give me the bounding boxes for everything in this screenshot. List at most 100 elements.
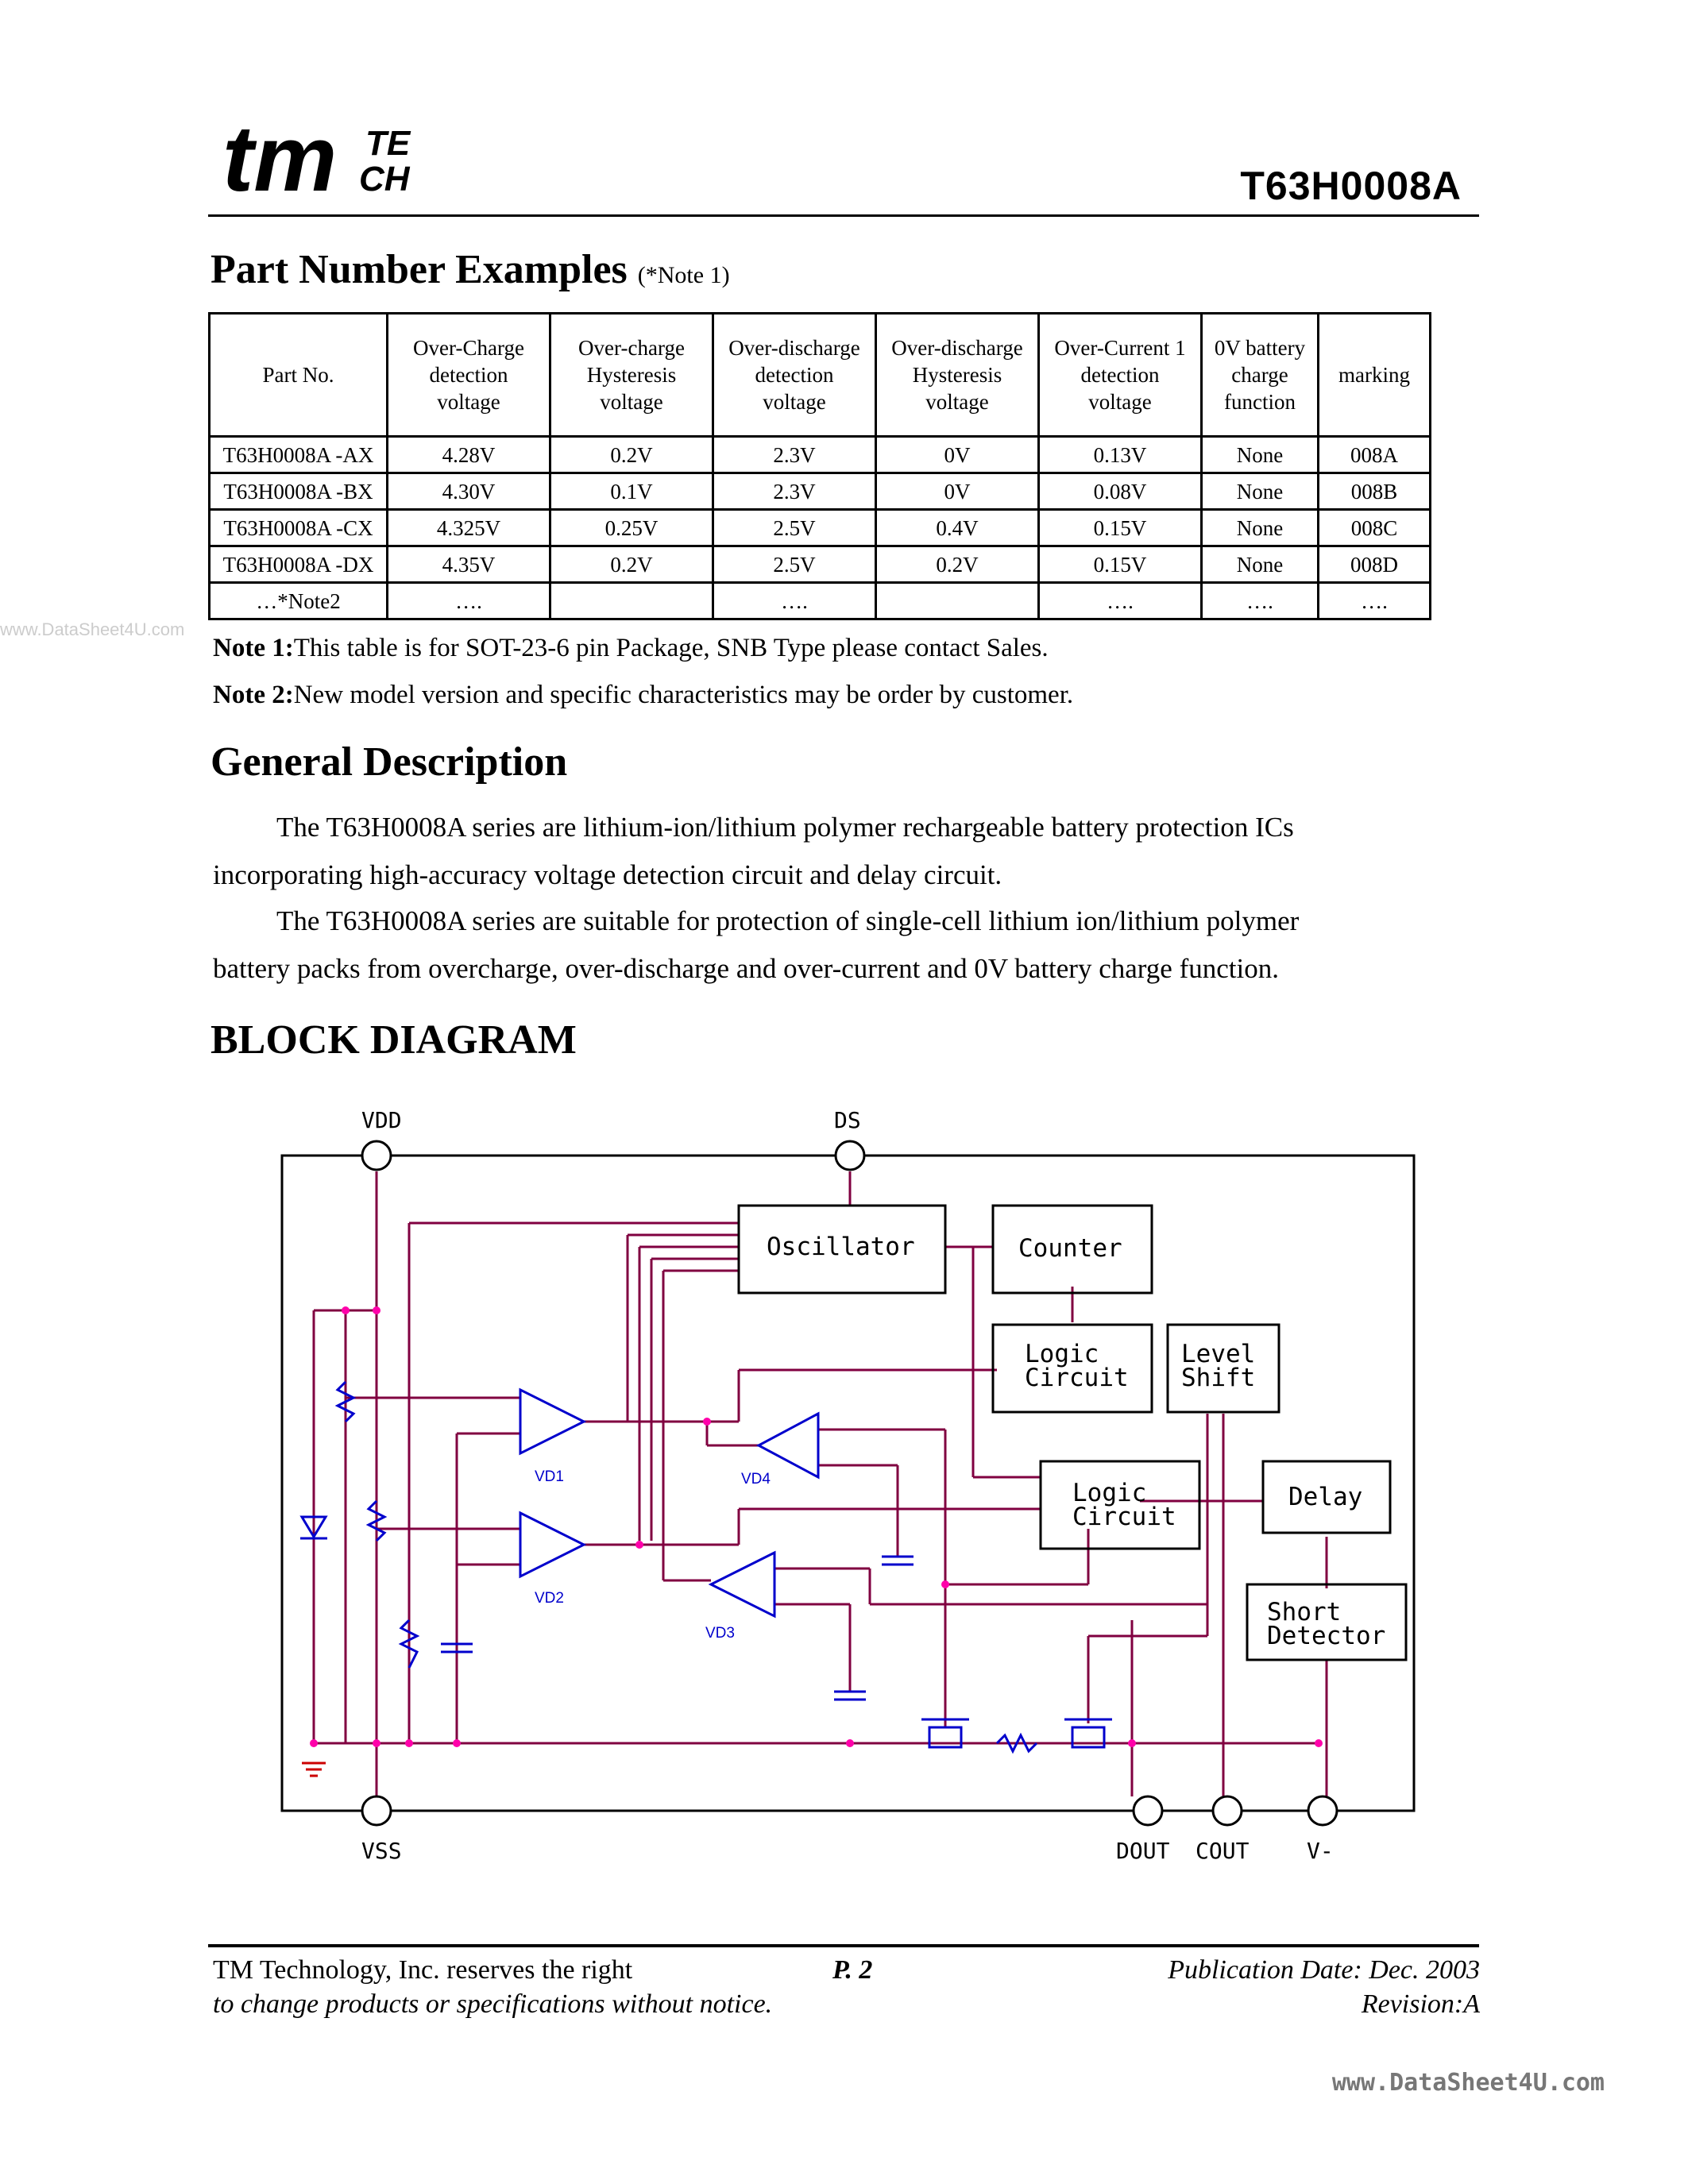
- table-cell: 0.15V: [1037, 545, 1203, 584]
- table-cell: 008A: [1317, 435, 1431, 474]
- note-2-label: Note 2:: [213, 681, 294, 709]
- note-1: Note 1:This table is for SOT-23-6 pin Pa…: [213, 634, 1049, 663]
- table-cell: 0.2V: [875, 545, 1040, 584]
- table-cell: 0.13V: [1037, 435, 1203, 474]
- footer-rule: [208, 1944, 1479, 1947]
- table-cell: None: [1200, 545, 1319, 584]
- table-cell: 4.28V: [386, 435, 551, 474]
- mosfet-discharge: [928, 1726, 963, 1749]
- company-logo: tm TE CH: [222, 106, 411, 206]
- label-ds: DS: [834, 1107, 861, 1133]
- note-1-label: Note 1:: [213, 634, 294, 662]
- table-cell: 2.5V: [712, 508, 877, 547]
- vd2-label: VD2: [535, 1590, 564, 1607]
- note-1-text: This table is for SOT-23-6 pin Package, …: [293, 634, 1049, 662]
- counter-label: Counter: [1018, 1234, 1122, 1263]
- table-cell: 0V: [875, 435, 1040, 474]
- table-cell: ….: [712, 581, 877, 620]
- logic1-label-line2: Circuit: [1025, 1364, 1129, 1392]
- description-line: The T63H0008A series are suitable for pr…: [276, 905, 1300, 936]
- footer-publication-date: Publication Date: Dec. 2003: [1168, 1955, 1480, 1985]
- table-cell: 0.4V: [875, 508, 1040, 547]
- logic2-label-line1: Logic: [1072, 1479, 1146, 1507]
- logic-circuit-2-block: [1039, 1460, 1201, 1550]
- resistor-r1: [334, 1380, 357, 1423]
- watermark-left: www.DataSheet4U.com: [0, 619, 185, 639]
- description-line: incorporating high-accuracy voltage dete…: [213, 859, 1002, 890]
- table-cell: 0.15V: [1037, 508, 1203, 547]
- table-cell: 4.30V: [386, 472, 551, 511]
- col-marking: marking: [1317, 312, 1431, 438]
- table-cell: 2.3V: [712, 472, 877, 511]
- oscillator-block: [737, 1204, 947, 1295]
- oscillator-label: Oscillator: [767, 1233, 915, 1261]
- description-line: The T63H0008A series are lithium-ion/lit…: [276, 812, 1294, 843]
- table-cell: T63H0008A -DX: [208, 545, 388, 584]
- circuit-wires: [312, 1171, 1328, 1796]
- table-cell: T63H0008A -CX: [208, 508, 388, 547]
- table-cell: 0.08V: [1037, 472, 1203, 511]
- delay-label: Delay: [1288, 1483, 1362, 1511]
- header-rule: [208, 214, 1479, 217]
- vd4-label: VD4: [741, 1471, 771, 1488]
- level-shift-label-line1: Level: [1181, 1340, 1255, 1368]
- pin-ds: [834, 1140, 866, 1171]
- vd1-label: VD1: [535, 1468, 564, 1485]
- label-cout: COUT: [1196, 1838, 1250, 1864]
- part-examples-heading: Part Number Examples (*Note 1): [211, 246, 730, 293]
- general-description-heading: General Description: [211, 739, 568, 785]
- document-number: T63H0008A: [1240, 164, 1462, 208]
- logic2-label-line2: Circuit: [1072, 1503, 1176, 1531]
- comparator-vd1: [519, 1387, 587, 1456]
- logic1-label-line1: Logic: [1025, 1340, 1099, 1368]
- part-examples-title: Part Number Examples: [211, 247, 628, 292]
- logo-main-text: tm: [222, 106, 337, 206]
- label-dout: DOUT: [1116, 1838, 1170, 1864]
- resistor-r3: [398, 1619, 420, 1669]
- resistor-sense: [995, 1732, 1038, 1754]
- block-diagram-heading: BLOCK DIAGRAM: [211, 1017, 577, 1063]
- table-cell: ….: [1037, 581, 1203, 620]
- table-cell: 008B: [1317, 472, 1431, 511]
- short-detector-label-line1: Short: [1267, 1598, 1341, 1626]
- table-cell: 0V: [875, 472, 1040, 511]
- table-cell: None: [1200, 508, 1319, 547]
- level-shift-label-line2: Shift: [1181, 1364, 1255, 1392]
- part-examples-note-ref: (*Note 1): [637, 262, 730, 288]
- label-vminus: V-: [1307, 1838, 1334, 1864]
- table-cell: 0.2V: [549, 435, 714, 474]
- pin-dout: [1132, 1795, 1164, 1827]
- table-cell: 0.25V: [549, 508, 714, 547]
- pin-cout: [1211, 1795, 1243, 1827]
- pin-vss: [361, 1795, 392, 1827]
- zener-diode: [299, 1515, 328, 1539]
- footer-company-line2: to change products or specifications wit…: [213, 1989, 773, 2019]
- table-cell: [875, 581, 1040, 620]
- logo-sub-top: TE: [365, 124, 411, 163]
- table-cell: T63H0008A -BX: [208, 472, 388, 511]
- note-2: Note 2:New model version and specific ch…: [213, 681, 1073, 710]
- footer-page-number: P. 2: [832, 1955, 873, 1985]
- table-cell: T63H0008A -AX: [208, 435, 388, 474]
- table-cell: 2.3V: [712, 435, 877, 474]
- footer-revision: Revision:A: [1361, 1989, 1480, 2019]
- pin-vminus: [1307, 1795, 1338, 1827]
- short-detector-label-line2: Detector: [1267, 1622, 1385, 1650]
- table-cell: 0.2V: [549, 545, 714, 584]
- resistor-r2: [365, 1499, 388, 1542]
- table-cell: 2.5V: [712, 545, 877, 584]
- junction-nodes: [310, 1306, 1323, 1747]
- logo-sub-bottom: CH: [359, 160, 411, 199]
- table-cell: ….: [1317, 581, 1431, 620]
- label-vss: VSS: [361, 1838, 402, 1864]
- description-paragraph-2: The T63H0008A series are suitable for pr…: [213, 897, 1436, 993]
- comparator-vd4: [755, 1411, 820, 1480]
